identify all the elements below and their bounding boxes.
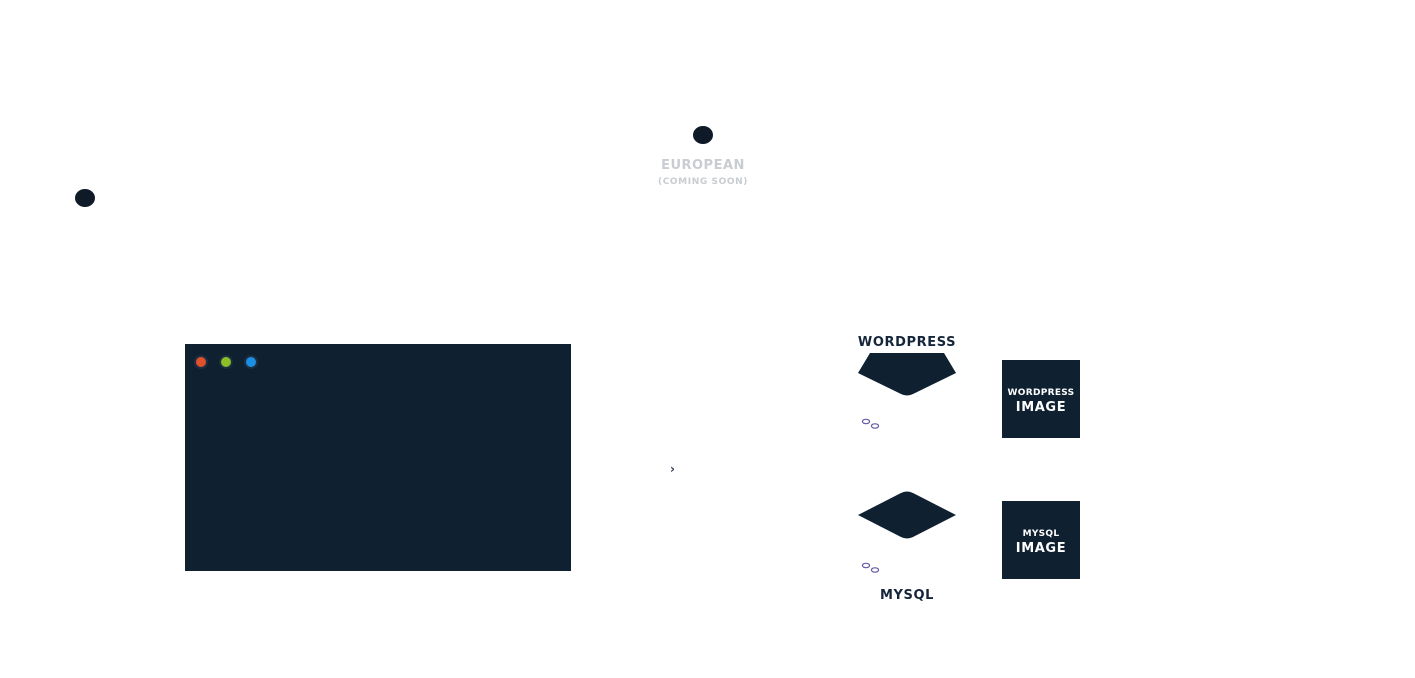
link-icon	[861, 418, 880, 429]
region-name-label: EUROPEAN	[661, 158, 745, 173]
chevron-right-icon: ›	[670, 462, 675, 476]
mysql-service-label: MYSQL	[879, 588, 935, 603]
link-icon	[861, 562, 880, 573]
wordpress-image-title: WORDPRESS	[1007, 388, 1075, 398]
mysql-image-subtitle: IMAGE	[1015, 541, 1067, 556]
mysql-image-title: MYSQL	[1022, 529, 1060, 539]
region-status-note: (COMING SOON)	[658, 177, 748, 187]
mysql-image-box: MYSQL IMAGE	[1002, 501, 1080, 579]
terminal-window	[185, 344, 571, 571]
wordpress-image-box: WORDPRESS IMAGE	[1002, 360, 1080, 438]
location-marker-dot	[75, 189, 95, 207]
region-marker-dot	[693, 126, 713, 144]
wordpress-image-subtitle: IMAGE	[1015, 400, 1067, 415]
mysql-container-diamond	[858, 491, 956, 539]
window-close-button[interactable]	[194, 355, 208, 369]
wordpress-service-label: WORDPRESS	[857, 335, 957, 350]
window-minimize-button[interactable]	[219, 355, 233, 369]
window-maximize-button[interactable]	[244, 355, 258, 369]
wordpress-container-diamond	[858, 353, 956, 396]
